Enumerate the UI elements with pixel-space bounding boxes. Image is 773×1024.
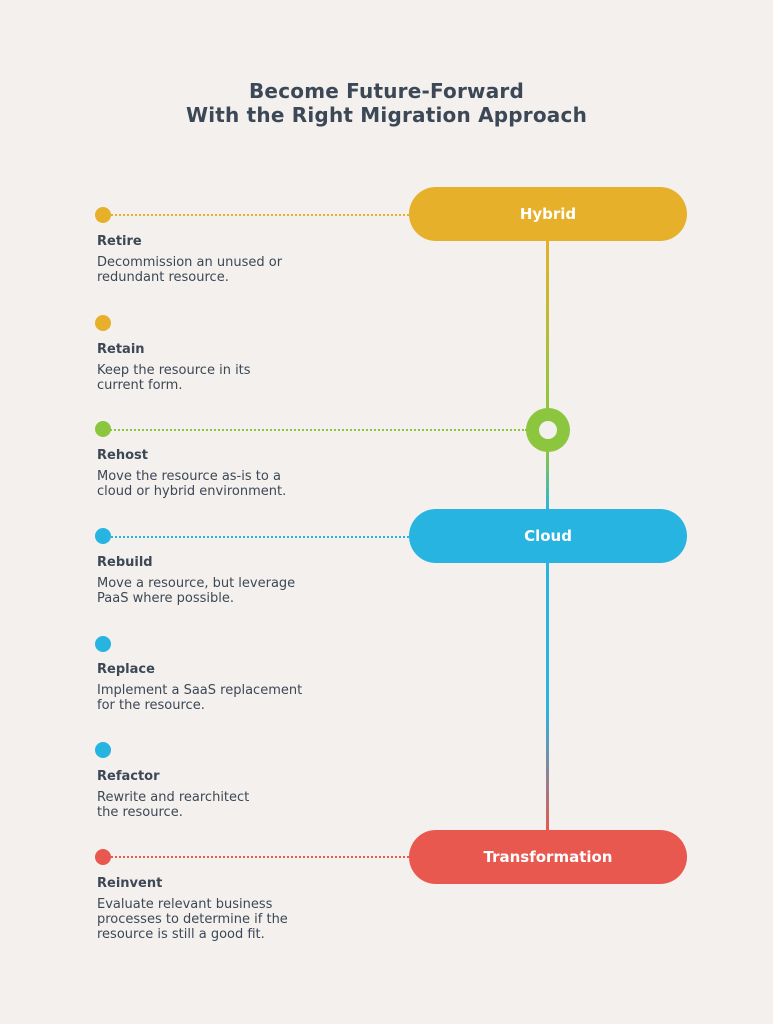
connector-reinvent [103,856,409,858]
page-title-line-2: With the Right Migration Approach [185,103,588,127]
step-name-replace: Replace [97,662,155,677]
step-dot-retain [95,315,111,331]
step-dot-retire [95,207,111,223]
spine-cloud-to-transformation [546,562,549,832]
stage-label-cloud: Cloud [524,527,572,545]
step-name-reinvent: Reinvent [97,876,163,891]
step-name-rebuild: Rebuild [97,555,153,570]
step-dot-rebuild [95,528,111,544]
stage-pill-transformation: Transformation [409,830,687,884]
stage-label-hybrid: Hybrid [519,205,577,223]
step-desc-reinvent: Evaluate relevant business processes to … [97,897,288,942]
stage-pill-hybrid: Hybrid [409,187,687,241]
connector-retire [103,214,409,216]
step-desc-refactor: Rewrite and rearchitect the resource. [97,790,250,820]
step-name-retire: Retire [97,234,142,249]
spine-hybrid-to-hub [546,240,549,410]
connector-rehost [103,429,527,431]
step-dot-reinvent [95,849,111,865]
hub-ring-center [539,421,557,439]
step-name-retain: Retain [97,342,145,357]
step-dot-refactor [95,742,111,758]
step-dot-replace [95,636,111,652]
step-name-rehost: Rehost [97,448,148,463]
page-title-line-1: Become Future-Forward [248,79,524,103]
step-desc-retire: Decommission an unused or redundant reso… [97,255,283,285]
spine-hub-to-cloud [546,450,549,512]
step-name-refactor: Refactor [97,769,160,784]
step-desc-rebuild: Move a resource, but leverage PaaS where… [97,576,296,606]
stage-label-transformation: Transformation [483,848,613,866]
connector-rebuild [103,536,409,538]
step-desc-replace: Implement a SaaS replacement for the res… [97,683,303,713]
step-desc-rehost: Move the resource as-is to a cloud or hy… [97,469,287,499]
stage-pill-cloud: Cloud [409,509,687,563]
hub-ring-icon [526,408,570,452]
step-dot-rehost [95,421,111,437]
step-desc-retain: Keep the resource in its current form. [97,363,251,393]
